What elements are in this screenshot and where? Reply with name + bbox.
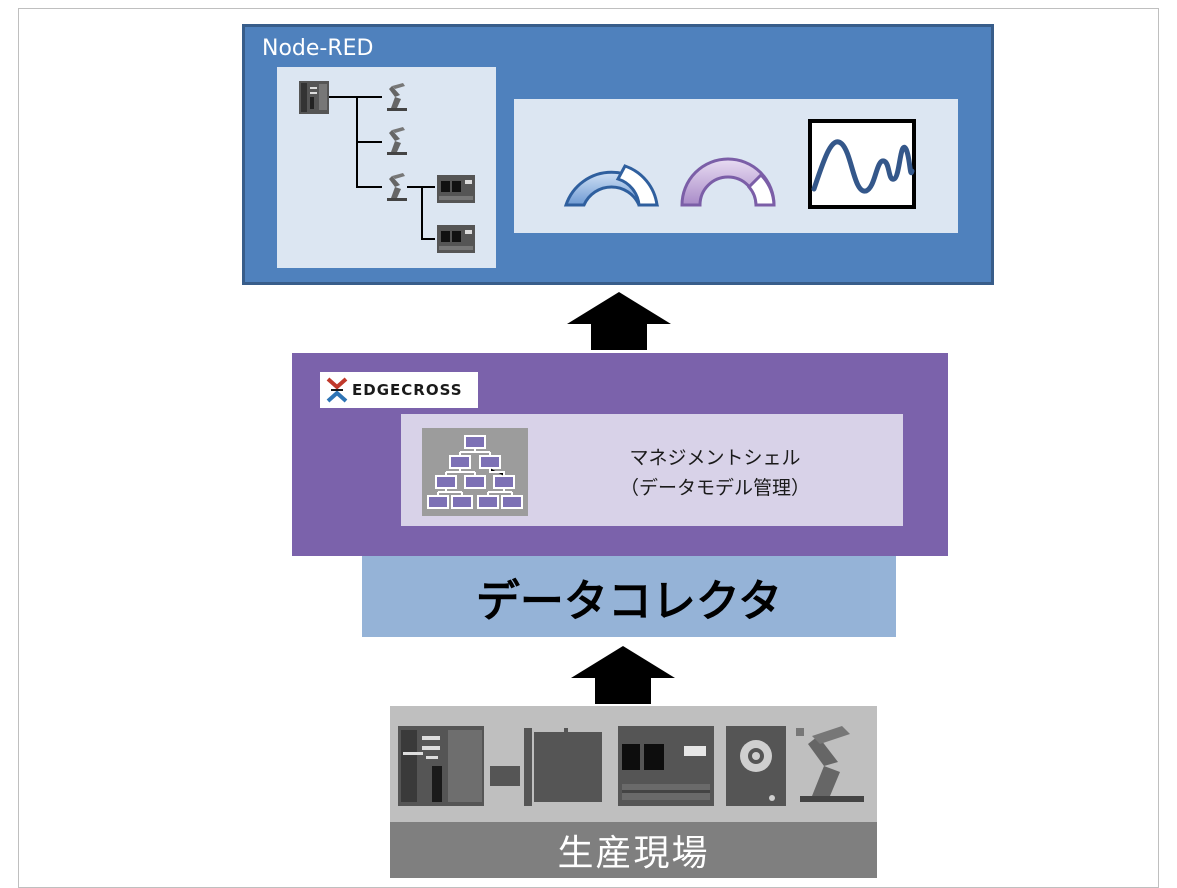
robot-arm-icon: [796, 726, 864, 802]
arrow-up-icon: [571, 646, 675, 704]
hierarchy-icon-frame: [422, 428, 528, 516]
servo-motor-icon: [726, 726, 786, 806]
data-collector-label: データコレクタ: [475, 575, 783, 627]
actuator-icon: [490, 766, 520, 786]
edgecross-logo-text: EDGECROSS: [352, 381, 463, 399]
cylinder-icon: [524, 728, 602, 806]
management-shell-title: マネジメントシェル: [629, 447, 801, 469]
device-tree: [299, 81, 475, 253]
robot-arm-icon: [387, 83, 407, 111]
gauge-icon: [563, 164, 660, 207]
data-collector-box: データコレクタ: [362, 556, 896, 637]
edgecross-logo: EDGECROSS: [320, 372, 478, 408]
waveform-chart-icon: [808, 119, 916, 209]
management-shell-text: マネジメントシェル （データモデル管理）: [580, 443, 850, 503]
edgecross-mark-icon: [326, 377, 348, 403]
plc-icon: [398, 726, 484, 806]
machine-unit-icon: [618, 726, 714, 806]
machine-unit-icon: [437, 225, 475, 253]
dashboard-widgets: [563, 119, 916, 209]
dashboard-panel: [514, 99, 958, 233]
device-tree-panel: [277, 67, 496, 268]
node-red-title: Node-RED: [262, 36, 374, 61]
hierarchy-icon: [427, 435, 523, 509]
production-site-label-bar: 生産現場: [390, 822, 877, 878]
plc-icon: [299, 81, 329, 114]
management-shell-subtitle: （データモデル管理）: [619, 477, 810, 499]
arrow-up-icon: [567, 292, 671, 350]
field-devices: [398, 726, 864, 806]
gauge-icon: [680, 157, 776, 207]
robot-arm-icon: [387, 173, 407, 201]
robot-arm-icon: [387, 127, 407, 155]
machine-unit-icon: [437, 175, 475, 203]
production-site-label: 生産現場: [557, 833, 710, 874]
